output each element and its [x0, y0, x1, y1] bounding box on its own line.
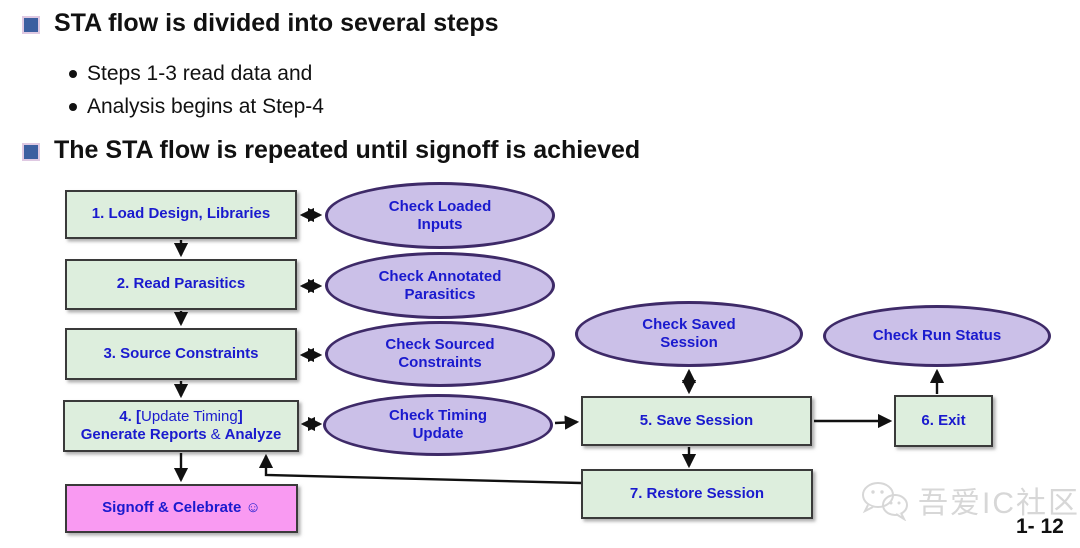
flow-box-restore-session: 7. Restore Session	[581, 469, 813, 519]
sub-bullet-2: Analysis begins at Step-4	[69, 95, 969, 118]
flow-box-save-session: 5. Save Session	[581, 396, 812, 446]
flow-box-source-constraints: 3. Source Constraints	[65, 328, 297, 380]
sub-bullet-1-text: Steps 1-3 read data and	[87, 62, 313, 85]
bullet-2: The STA flow is repeated until signoff i…	[22, 136, 1052, 165]
wechat-icon	[862, 482, 908, 521]
square-bullet-icon	[22, 143, 40, 161]
flow-box-load-design-label: 1. Load Design, Libraries	[91, 205, 271, 223]
dot-bullet-icon	[69, 70, 77, 78]
flow-box-read-parasitics: 2. Read Parasitics	[65, 259, 297, 310]
bullet-1: STA flow is divided into several steps	[22, 9, 1022, 38]
watermark: 吾爱IC社区	[858, 478, 1080, 522]
page-number: 1- 12	[1016, 515, 1064, 538]
flow-box-load-design: 1. Load Design, Libraries	[65, 190, 297, 239]
flow-box-update-timing: 4. [Update Timing] Generate Reports&Anal…	[63, 400, 299, 452]
flow-box-signoff-label: Signoff & Celebrate ☺	[102, 499, 261, 517]
sub-bullet-2-text: Analysis begins at Step-4	[87, 95, 324, 118]
watermark-text: 吾爱IC社区	[918, 487, 1080, 520]
flow-box-source-constraints-label: 3. Source Constraints	[103, 344, 259, 362]
flow-box-update-timing-line1: 4. [Update Timing]	[119, 408, 243, 425]
flow-box-save-session-label: 5. Save Session	[639, 411, 754, 429]
flow-box-exit-label: 6. Exit	[921, 411, 966, 429]
flow-box-exit: 6. Exit	[894, 395, 993, 447]
dot-bullet-icon	[69, 103, 77, 111]
flow-box-signoff: Signoff & Celebrate ☺	[65, 484, 298, 533]
arrow-ellipse4-to-box5	[554, 415, 580, 430]
arrow-box7-to-box4-return	[258, 453, 582, 485]
square-bullet-icon	[22, 16, 40, 34]
sub-bullet-1: Steps 1-3 read data and	[69, 62, 969, 85]
flow-box-update-timing-line2: Generate Reports&Analyze	[80, 426, 282, 443]
flow-box-read-parasitics-label: 2. Read Parasitics	[116, 275, 246, 293]
bullet-1-text: STA flow is divided into several steps	[54, 9, 499, 37]
bullet-2-text: The STA flow is repeated until signoff i…	[54, 136, 641, 164]
flow-ellipse-check-run-status: Check Run Status	[823, 305, 1051, 367]
flow-box-restore-session-label: 7. Restore Session	[629, 484, 765, 502]
